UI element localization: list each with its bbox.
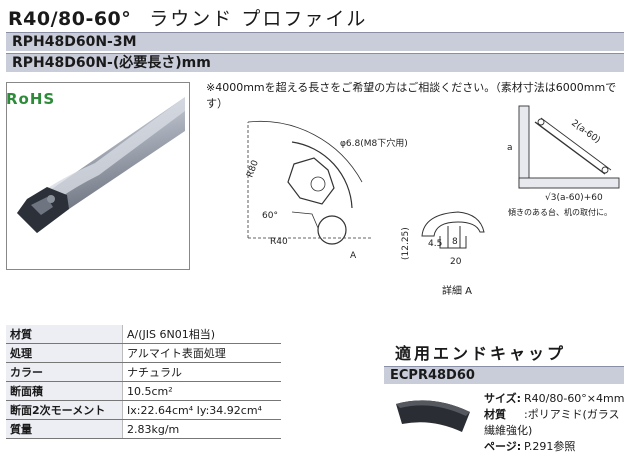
page-title: R40/80-60° ラウンド プロファイル: [8, 4, 367, 31]
dim-detail-8: 8: [452, 237, 458, 247]
length-note: ※4000mmを超える長さをご希望の方はご相談ください。（素材寸法は6000mm…: [206, 81, 617, 110]
product-code: R40/80-60°: [8, 8, 132, 30]
part-number-bar: RPH48D60N-3M: [6, 32, 624, 51]
product-photo: [6, 82, 190, 270]
profile-photo-graphic: [17, 97, 185, 233]
part-number-custom-bar: RPH48D60N-(必要長さ)mm: [6, 53, 624, 72]
detail-a-drawing: (12.25) 4.5 8 20: [401, 211, 485, 267]
dim-r40: R40: [270, 237, 288, 247]
dim-angle-sqrt: √3(a-60)+60: [545, 192, 603, 203]
detail-a-label: 詳細 A: [442, 286, 473, 297]
cross-section-drawing: R80 R40 60° φ6.8(M8下穴用) A: [245, 121, 408, 261]
dim-detail-height: (12.25): [401, 227, 411, 260]
table-row: 処理アルマイト表面処理: [6, 343, 281, 363]
product-name: ラウンド プロファイル: [149, 8, 368, 30]
dim-hole: φ6.8(M8下穴用): [340, 137, 408, 149]
endcap-size-row: サイズ:R40/80-60°×4mm: [484, 392, 625, 405]
detail-marker: A: [350, 251, 357, 261]
endcap-part-bar: ECPR48D60: [384, 366, 624, 384]
table-row: カラーナチュラル: [6, 362, 281, 382]
dim-angle-a: a: [507, 143, 513, 153]
endcap-photo: [396, 400, 470, 432]
endcap-page-row: ページ:P.291参照: [484, 440, 576, 453]
endcap-heading: 適用エンドキャップ: [395, 344, 567, 363]
dim-angle-2a60: 2(a-60): [569, 118, 602, 145]
endcap-material-row: 材質:ポリアミド(ガラス繊維強化): [484, 408, 620, 437]
dim-detail-20: 20: [450, 257, 462, 267]
angle-mount-drawing: a 2(a-60) √3(a-60)+60: [507, 105, 620, 203]
rohs-logo: RoHS: [6, 90, 56, 108]
dim-detail-45: 4.5: [428, 239, 442, 249]
dim-angle: 60°: [262, 211, 278, 221]
angle-mount-note: 傾きのある台、机の取付に。: [508, 208, 612, 217]
endcap-spec: サイズ:R40/80-60°×4mm 材質:ポリアミド(ガラス繊維強化) ページ…: [484, 391, 630, 455]
